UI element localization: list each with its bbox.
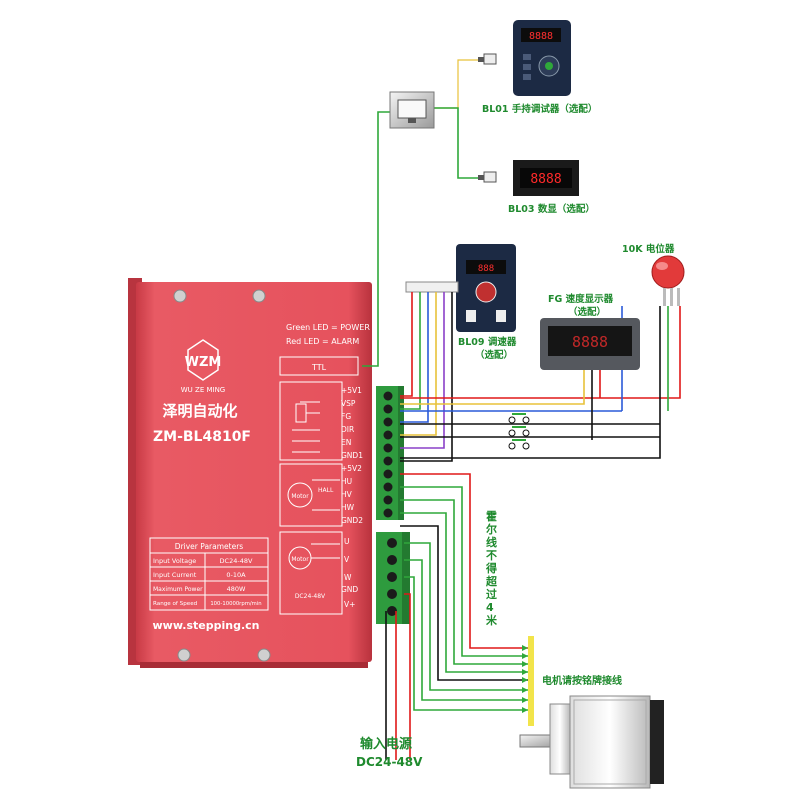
bl01-handheld-device: 8888 — [513, 20, 571, 96]
hall-note-char: 得 — [485, 561, 497, 575]
plug-icon — [478, 53, 497, 65]
hall-note-char: 过 — [486, 587, 497, 601]
fg-speed-display: 8888 — [540, 318, 640, 370]
param-label: Maximum Power — [153, 586, 203, 593]
svg-text:8888: 8888 — [530, 172, 561, 187]
svg-text:888: 888 — [478, 264, 494, 274]
power-motor-label: Motor — [291, 556, 309, 563]
led-green-label: Green LED = POWER — [286, 323, 370, 332]
param-label: Range of Speed — [153, 601, 198, 607]
svg-text:8888: 8888 — [529, 31, 553, 42]
param-label: Input Current — [153, 571, 197, 579]
logo-text: WU ZE MING — [181, 386, 225, 394]
bl09-speed-controller: 888 — [456, 244, 516, 332]
params-title: Driver Parameters — [175, 542, 243, 551]
hall-note-char: 尔 — [485, 522, 497, 536]
terminal-label-u: U — [344, 537, 350, 546]
power-terminal-labels: U V W GND V+ — [341, 537, 358, 609]
param-value: DC24-48V — [220, 557, 253, 565]
bl03-display-device: 8888 — [513, 160, 579, 196]
hall-terminal-labels: +5V2 HU HV HW GND2 — [341, 464, 363, 525]
hall-note-char: 霍 — [486, 509, 497, 523]
switch-dir — [508, 413, 530, 424]
hall-note-char: 不 — [486, 549, 497, 562]
power-schematic: Motor DC24-48V — [279, 531, 343, 615]
plug-icon — [478, 171, 497, 183]
switch-3 — [508, 439, 530, 450]
motor-wiring-note: 电机请按铭牌接线 — [542, 674, 622, 687]
terminal-label-vsp: VSP — [341, 399, 356, 408]
terminal-label-vplus: V+ — [344, 600, 355, 609]
terminal-label-gnd: GND — [341, 585, 358, 594]
param-label: Input Voltage — [153, 557, 196, 565]
terminal-label-w: W — [344, 573, 352, 582]
hall-label: HALL — [318, 487, 334, 494]
fg-display-label: FG 速度显示器 — [548, 293, 614, 305]
bl09-label: BL09 调速器 — [458, 336, 517, 348]
model-name: ZM-BL4810F — [153, 429, 251, 445]
param-value: 480W — [227, 585, 246, 593]
hall-note-char: 米 — [485, 613, 498, 627]
input-power-voltage: DC24-48V — [356, 755, 423, 769]
bldc-motor — [519, 695, 664, 789]
terminal-label-fg: FG — [341, 412, 351, 421]
terminal-label-hu: HU — [341, 477, 352, 486]
terminal-label-5v2: +5V2 — [341, 464, 362, 473]
bl03-label: BL03 数显（选配） — [508, 203, 595, 215]
fg-display-sublabel: （选配） — [568, 306, 606, 318]
bl09-sublabel: （选配） — [475, 349, 513, 361]
control-terminal-labels: +5V1 VSP FG DIR EN GND1 — [341, 386, 363, 460]
terminal-label-gnd1: GND1 — [341, 451, 363, 460]
potentiometer — [651, 255, 685, 306]
ttl-label: TTL — [311, 363, 327, 372]
bl01-label: BL01 手持调试器（选配） — [482, 103, 597, 115]
hall-note-char: 超 — [485, 574, 498, 588]
rj45-port — [389, 91, 435, 129]
terminal-label-dir: DIR — [341, 425, 354, 434]
control-terminal-block — [376, 386, 404, 520]
terminal-label-hv: HV — [341, 490, 353, 499]
terminal-label-gnd2: GND2 — [341, 516, 363, 525]
param-value: 0-10A — [226, 571, 246, 579]
terminal-label-5v1: +5V1 — [341, 386, 362, 395]
terminal-label-v: V — [344, 555, 350, 564]
hall-schematic: Motor HALL — [279, 463, 343, 527]
brand-logo: WZM WU ZE MING — [181, 339, 225, 394]
hall-note-char: 4 — [486, 601, 494, 614]
driver-parameters: Driver Parameters Input Voltage DC24-48V… — [149, 537, 269, 611]
website: www.stepping.cn — [153, 619, 260, 632]
power-terminal-block — [376, 532, 410, 624]
switch-en — [508, 426, 530, 437]
bl09-wire-connector — [405, 281, 459, 320]
potentiometer-label: 10K 电位器 — [622, 243, 675, 255]
terminal-label-en: EN — [341, 438, 351, 447]
company-name: 泽明自动化 — [162, 402, 237, 420]
param-value: 100-10000rpm/min — [210, 601, 261, 607]
control-schematic — [279, 381, 343, 461]
hall-note-char: 线 — [486, 535, 497, 549]
motor-connector-strip — [522, 636, 534, 726]
ttl-port — [279, 356, 359, 376]
input-power-label: 输入电源 — [360, 736, 412, 752]
power-dc-label: DC24-48V — [295, 593, 326, 600]
svg-text:8888: 8888 — [572, 333, 608, 351]
led-red-label: Red LED = ALARM — [286, 337, 359, 346]
svg-text:WZM: WZM — [185, 355, 222, 370]
hall-motor-label: Motor — [291, 493, 309, 500]
wires — [362, 59, 681, 760]
terminal-label-hw: HW — [341, 503, 355, 512]
